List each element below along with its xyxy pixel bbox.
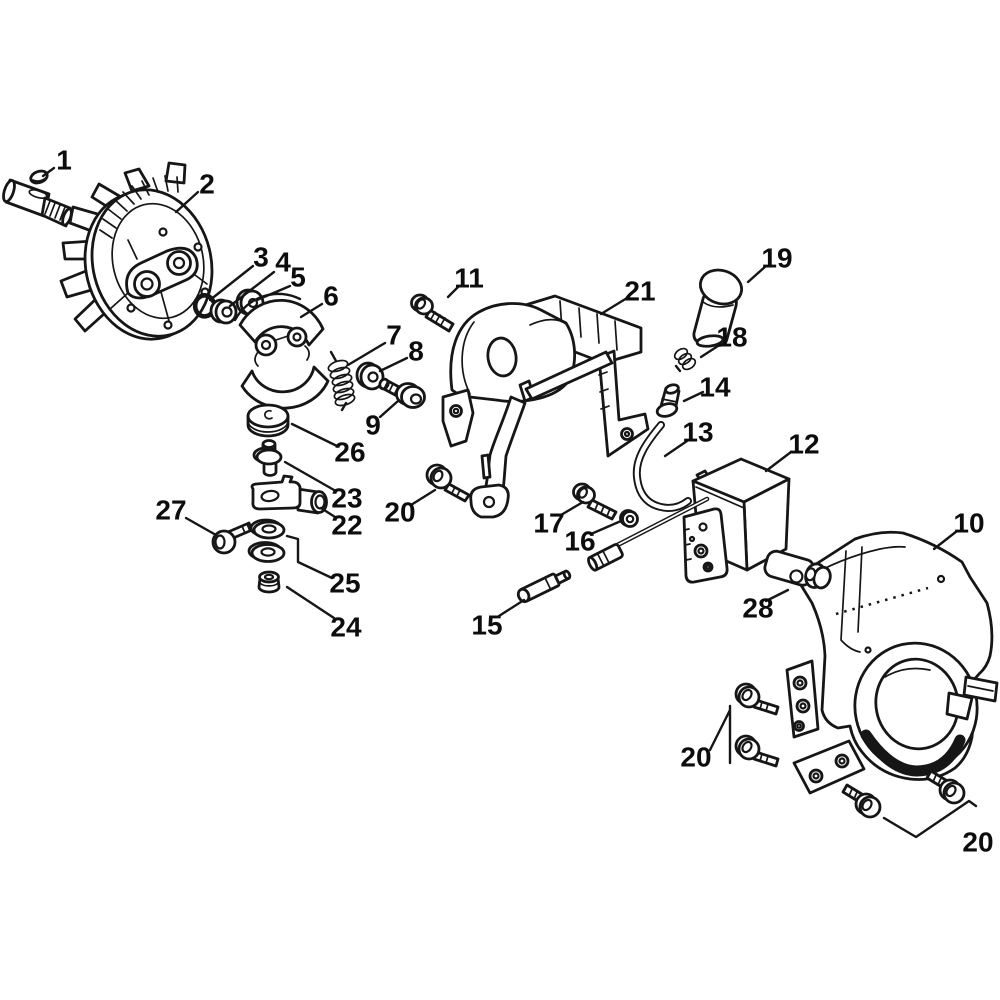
leader-10 (932, 529, 959, 551)
callout-20c: 20 (962, 827, 993, 858)
crankshaft-drawing (2, 178, 73, 228)
callout-16: 16 (564, 526, 595, 557)
callout-20b: 20 (680, 742, 711, 773)
callout-28: 28 (742, 593, 773, 624)
callout-13: 13 (682, 417, 713, 448)
part-18-spring-drawing (673, 347, 697, 373)
part-22-lever-drawing (250, 474, 328, 515)
callout-23: 23 (331, 483, 362, 514)
leader-24 (285, 585, 336, 620)
part-6-clutch-drawing (233, 292, 330, 410)
leader-15 (497, 598, 526, 618)
leader-2 (174, 190, 200, 214)
callout-20a: 20 (384, 497, 415, 528)
leader-17 (559, 500, 585, 517)
part-7-spring-drawing (327, 350, 356, 412)
callout-3: 3 (253, 242, 269, 273)
callout-6: 6 (323, 281, 339, 312)
callout-14: 14 (699, 372, 731, 403)
leader-16 (589, 519, 623, 536)
part-4-nut-drawing (209, 298, 238, 325)
leader-4 (228, 270, 276, 308)
leader-21 (599, 296, 629, 316)
callout-7: 7 (386, 320, 402, 351)
callout-24: 24 (330, 612, 362, 643)
callout-8: 8 (408, 336, 424, 367)
part-12-ignition-module-drawing (682, 457, 791, 584)
leader-8 (378, 356, 409, 373)
leader-20b (708, 704, 732, 765)
leader-19 (746, 264, 768, 284)
leader-20c (882, 799, 978, 839)
leader-6 (299, 302, 324, 319)
leader-1 (41, 166, 56, 178)
leader-14 (682, 390, 705, 403)
leader-3 (208, 264, 255, 302)
leader-5 (255, 284, 292, 302)
part-13-lead-wire-drawing (632, 421, 692, 513)
part-17-screw-drawing (572, 482, 618, 521)
leader-23 (283, 460, 336, 492)
callout-26: 26 (334, 437, 365, 468)
callout-5: 5 (290, 262, 306, 293)
callout-9: 9 (365, 410, 381, 441)
callout-27: 27 (155, 495, 186, 526)
leader-18 (699, 342, 723, 359)
short-circuit-lead-drawing (587, 496, 710, 572)
part-28-bushing-drawing (763, 549, 832, 590)
leader-13 (663, 439, 689, 458)
callout-4: 4 (275, 247, 291, 278)
callout-22: 22 (331, 510, 362, 541)
part-10-fan-housing-drawing (785, 530, 999, 795)
callout-labels: 1 2 3 4 5 6 7 8 9 26 23 22 27 25 24 11 2… (56, 145, 993, 858)
leader-7 (346, 341, 387, 367)
part-19-boot-drawing (692, 268, 744, 348)
leader-22 (319, 506, 337, 519)
leader-12 (764, 450, 793, 473)
leader-lines (41, 166, 978, 839)
part-23-stud-drawing (252, 439, 283, 477)
part-20-screw-mid-drawing (425, 463, 471, 503)
part-20-screw-pair-bottom-drawing (841, 769, 966, 819)
part-2-flywheel-drawing (59, 161, 214, 341)
callout-12: 12 (788, 429, 819, 460)
leader-28 (764, 588, 790, 603)
callout-10: 10 (953, 508, 984, 539)
part-9-bolt-drawing (378, 377, 426, 409)
callout-1: 1 (56, 145, 72, 176)
leader-27 (184, 516, 218, 537)
part-25-washers-drawing (247, 518, 286, 563)
leader-11 (446, 284, 461, 299)
part-1-key-drawing (29, 169, 49, 185)
part-26-disc-drawing (246, 403, 290, 438)
callout-17: 17 (533, 508, 564, 539)
leader-25 (285, 534, 334, 580)
callout-21: 21 (624, 276, 655, 307)
part-21-shroud-drawing (441, 294, 650, 519)
part-24-nut-drawing (257, 570, 281, 594)
part-20-screw-pair-left-drawing (734, 682, 780, 768)
part-16-washer-drawing (619, 509, 639, 528)
part-27-screw-drawing (211, 521, 254, 555)
part-11-screw-drawing (410, 293, 455, 333)
part-3-circlip-drawing (192, 293, 216, 319)
leader-9 (378, 399, 400, 419)
callout-19: 19 (761, 243, 792, 274)
callout-18: 18 (716, 322, 747, 353)
leader-26 (290, 422, 339, 448)
leader-20a (409, 488, 437, 507)
part-15-pin-drawing (516, 569, 572, 604)
callout-2: 2 (199, 169, 215, 200)
callout-15: 15 (471, 610, 502, 641)
part-8-washer-drawing (355, 361, 385, 391)
callout-25: 25 (329, 568, 360, 599)
callout-11: 11 (454, 263, 484, 294)
part-14-grommet-drawing (655, 383, 681, 418)
